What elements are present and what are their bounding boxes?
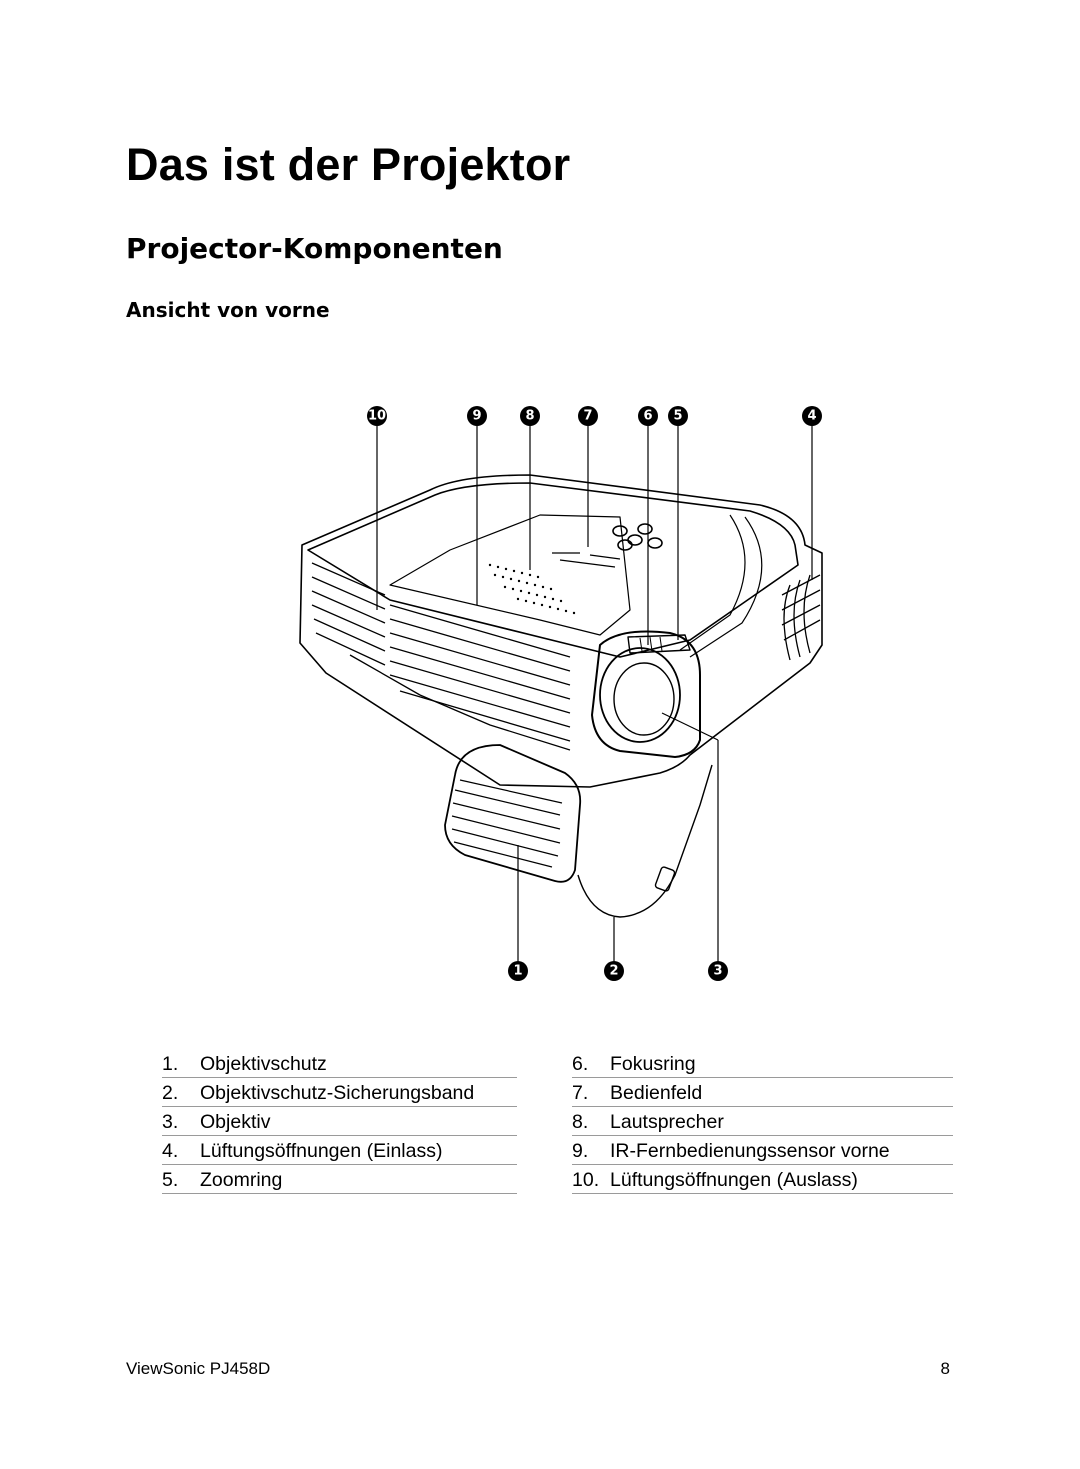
legend-item: 1. Objektivschutz: [162, 1049, 517, 1078]
callout-7: 7: [578, 406, 598, 426]
svg-text:8: 8: [525, 409, 534, 424]
footer-page-number: 8: [940, 1359, 950, 1378]
lens-assembly: [591, 630, 701, 758]
svg-text:1: 1: [513, 964, 522, 979]
callout-10: 10: [367, 406, 387, 426]
callout-8: 8: [520, 406, 540, 426]
svg-text:9: 9: [472, 409, 481, 424]
legend-number: 1.: [162, 1052, 179, 1075]
section-heading: Projector-Komponenten: [126, 232, 503, 265]
legend-right-column: 6.Fokusring 7.Bedienfeld 8.Lautsprecher …: [572, 1049, 953, 1194]
legend-label: Zoomring: [200, 1168, 283, 1191]
legend-number: 3.: [162, 1110, 179, 1133]
intake-vent: [781, 574, 821, 661]
legend-number: 4.: [162, 1139, 179, 1162]
legend-item: 2. Objektivschutz-Sicherungsband: [162, 1078, 517, 1107]
legend-number: 9.: [572, 1139, 589, 1162]
legend-number: 6.: [572, 1052, 589, 1075]
legend-label: Lautsprecher: [610, 1110, 724, 1133]
callout-4: 4: [802, 406, 822, 426]
legend-number: 8.: [572, 1110, 589, 1133]
svg-text:2: 2: [609, 964, 618, 979]
legend-number: 2.: [162, 1081, 179, 1104]
legend-item: 6. Fokusring: [572, 1049, 953, 1078]
svg-text:10: 10: [368, 409, 386, 424]
legend-number: 7.: [572, 1081, 589, 1104]
svg-text:7: 7: [583, 409, 592, 424]
projector-illustration: 10 9 8 7 6 5 4 1 2 3: [299, 406, 823, 981]
lens-cover: [444, 744, 582, 883]
projector-body-outline: [299, 474, 823, 788]
legend-item: 7. Bedienfeld: [572, 1078, 953, 1107]
svg-text:4: 4: [807, 409, 816, 424]
svg-text:3: 3: [713, 964, 722, 979]
legend-number: 5.: [162, 1168, 179, 1191]
legend-item: 3. Objektiv: [162, 1107, 517, 1136]
legend-number: 10.: [572, 1168, 600, 1191]
legend-label: Lüftungsöffnungen (Einlass): [200, 1139, 443, 1162]
callout-markers: 10 9 8 7 6 5 4 1 2 3: [367, 406, 822, 981]
legend-item: 5. Zoomring: [162, 1165, 517, 1194]
legend-label: Objektivschutz-Sicherungsband: [200, 1081, 475, 1104]
callout-5: 5: [668, 406, 688, 426]
callout-2: 2: [604, 961, 624, 981]
callout-leader-lines: [376, 425, 813, 963]
legend-label: IR-Fernbedienungssensor vorne: [610, 1139, 890, 1162]
legend-item: 4. Lüftungsöffnungen (Einlass): [162, 1136, 517, 1165]
legend-label: Objektiv: [200, 1110, 271, 1133]
projector-front-view-figure: 10 9 8 7 6 5 4 1 2 3: [290, 395, 850, 995]
legend-left-column: 1. Objektivschutz 2. Objektivschutz-Sicher…: [162, 1049, 517, 1194]
callout-6: 6: [638, 406, 658, 426]
svg-text:6: 6: [643, 409, 652, 424]
legend-label: Bedienfeld: [610, 1081, 703, 1104]
legend-item: 8. Lautsprecher: [572, 1107, 953, 1136]
legend-item: 10. Lüftungsöffnungen (Auslass): [572, 1165, 953, 1194]
lens-cover-strap: [577, 764, 713, 918]
svg-text:5: 5: [673, 409, 682, 424]
callout-3: 3: [708, 961, 728, 981]
exhaust-vent: [311, 562, 571, 751]
legend-label: Fokusring: [610, 1052, 696, 1075]
legend-label: Objektivschutz: [200, 1052, 327, 1075]
subsection-heading: Ansicht von vorne: [126, 298, 330, 322]
footer-product-name: ViewSonic PJ458D: [126, 1359, 271, 1378]
page-title: Das ist der Projektor: [126, 139, 571, 190]
legend-label: Lüftungsöffnungen (Auslass): [610, 1168, 858, 1191]
callout-1: 1: [508, 961, 528, 981]
speaker-grille: [488, 563, 576, 615]
legend-item: 9. IR-Fernbedienungssensor vorne: [572, 1136, 953, 1165]
callout-9: 9: [467, 406, 487, 426]
